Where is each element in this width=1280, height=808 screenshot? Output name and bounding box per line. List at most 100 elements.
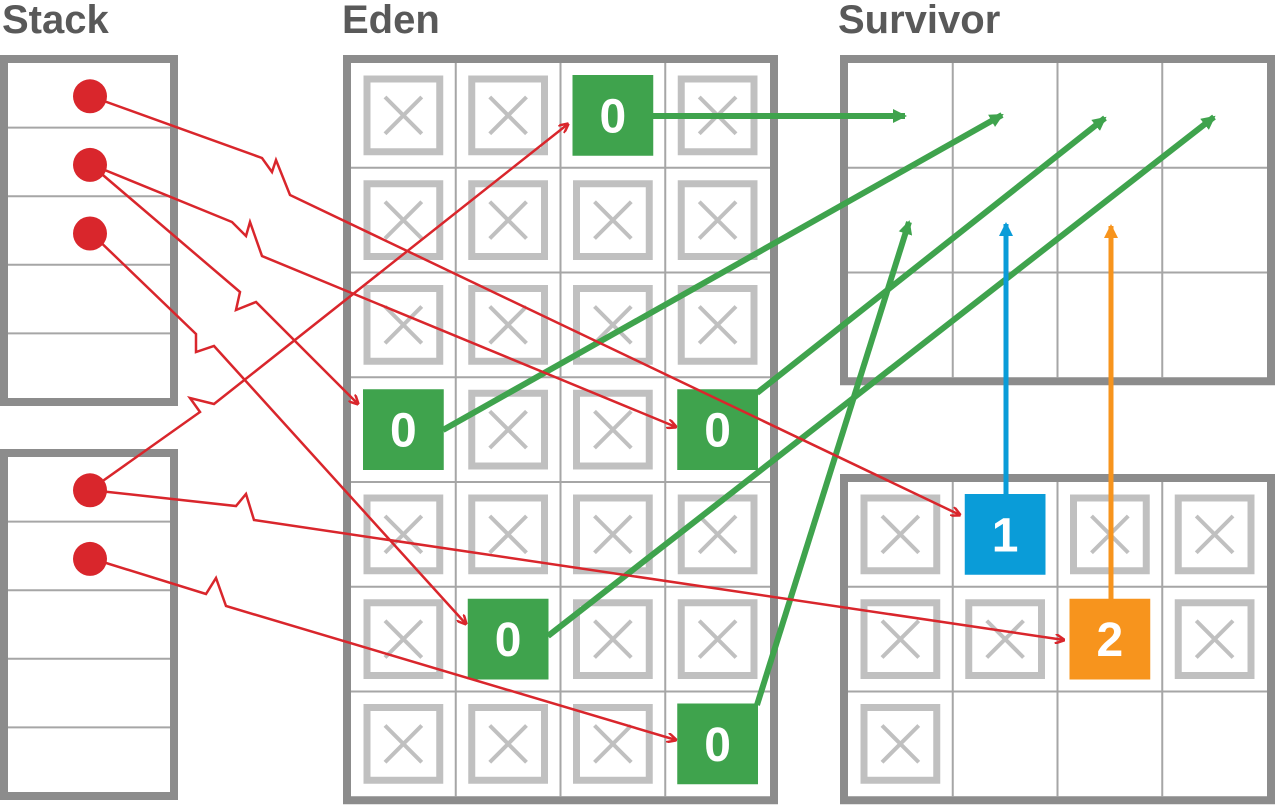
stack-root-dot [73, 79, 107, 114]
object-age-label: 0 [390, 405, 417, 458]
dead-object-cell [363, 599, 444, 679]
dead-x-icon [488, 514, 528, 555]
reference-arrow [89, 488, 1064, 640]
dead-object-cell [363, 180, 444, 260]
live-object-box [1069, 598, 1151, 680]
dead-x-icon [593, 409, 633, 450]
copy-arrow [546, 114, 1216, 639]
dead-object-cell [573, 599, 653, 679]
dead-object-cell [965, 599, 1045, 679]
reference-arrow [89, 162, 676, 427]
dead-object-cell [1174, 494, 1255, 575]
dead-object-cell [573, 389, 653, 470]
dead-object-cell [860, 599, 941, 679]
stack-roots [73, 79, 107, 576]
live-object-cell: 0 [467, 598, 549, 680]
reference-arrow [89, 124, 568, 492]
dead-object-cell [860, 494, 941, 575]
dead-x-icon [488, 409, 528, 450]
dead-x-icon [488, 724, 528, 764]
dead-x-icon [383, 724, 424, 764]
live-object-box [363, 389, 444, 470]
stack-root-dot [73, 541, 107, 576]
dead-object-cell [573, 180, 653, 260]
dead-object-cell [468, 704, 548, 784]
dead-x-icon [593, 305, 633, 345]
dead-object-cell [573, 494, 653, 575]
dead-object-cell [573, 704, 653, 784]
dead-x-icon [880, 619, 921, 659]
dead-x-icon [697, 200, 738, 240]
object-age-label: 0 [704, 719, 731, 772]
live-object-box [677, 703, 758, 785]
stack-frame [0, 449, 178, 800]
reference-arrow [89, 231, 466, 624]
dead-x-icon [593, 514, 633, 555]
dead-x-icon [383, 200, 424, 240]
dead-x-icon [985, 619, 1025, 659]
dead-x-icon [880, 514, 921, 555]
copy-arrow [441, 112, 1004, 433]
dead-x-icon [593, 200, 633, 240]
survivor-heading: Survivor [838, 0, 1000, 42]
dead-x-icon [593, 724, 633, 764]
dead-object-cell [363, 494, 444, 575]
copy-arrow [754, 220, 913, 706]
dead-x-icon [593, 619, 633, 659]
stack-heading: Stack [2, 0, 109, 42]
dead-object-cell [468, 75, 548, 156]
live-object-cell: 0 [572, 75, 654, 156]
dead-object-box [468, 285, 548, 365]
dead-object-cell [468, 389, 548, 470]
live-object-box [467, 598, 549, 680]
dead-object-cell [468, 285, 548, 365]
dead-object-cell [1174, 599, 1255, 679]
reference-arrows [89, 94, 1064, 740]
dead-x-icon [488, 200, 528, 240]
object-age-label: 1 [992, 509, 1019, 562]
dead-x-icon [697, 514, 738, 555]
dead-x-icon [383, 514, 424, 555]
stack-root-dot [73, 473, 107, 508]
dead-x-icon [488, 305, 528, 345]
dead-object-box [573, 704, 653, 784]
dead-x-icon [383, 305, 424, 345]
dead-object-cell [677, 494, 758, 575]
object-age-label: 0 [600, 90, 627, 143]
object-age-label: 0 [704, 405, 731, 458]
copy-arrows [441, 109, 1216, 706]
dead-object-cell [677, 285, 758, 365]
dead-object-cell [677, 599, 758, 679]
copy-arrow [755, 115, 1107, 396]
stack-root-dot [73, 216, 107, 251]
live-object-cell: 0 [363, 389, 444, 470]
dead-x-icon [880, 724, 921, 764]
stack-root-dot [73, 147, 107, 182]
dead-object-cell [468, 180, 548, 260]
reference-arrow [89, 556, 676, 740]
stack-frame-border [0, 449, 178, 800]
dead-x-icon [383, 95, 424, 136]
live-object-box [964, 494, 1046, 575]
reference-arrow [89, 94, 960, 515]
eden-grid: 0 0 0 0 0 [343, 55, 778, 805]
dead-x-icon [1194, 514, 1235, 555]
dead-object-box [573, 494, 653, 575]
survivor-to-space [840, 55, 1275, 386]
dead-x-icon [488, 95, 528, 136]
dead-x-icon [1194, 619, 1235, 659]
eden-heading: Eden [342, 0, 440, 42]
live-object-cell: 1 [964, 494, 1046, 575]
dead-object-cell [677, 180, 758, 260]
object-age-label: 2 [1097, 614, 1124, 667]
dead-x-icon [697, 305, 738, 345]
live-object-box [677, 389, 758, 470]
reference-arrow [89, 163, 358, 404]
live-object-cell: 0 [677, 703, 758, 785]
dead-object-cell [363, 75, 444, 156]
dead-object-cell [363, 704, 444, 784]
dead-x-icon [383, 619, 424, 659]
live-object-cell: 0 [677, 389, 758, 470]
object-age-label: 0 [495, 614, 522, 667]
